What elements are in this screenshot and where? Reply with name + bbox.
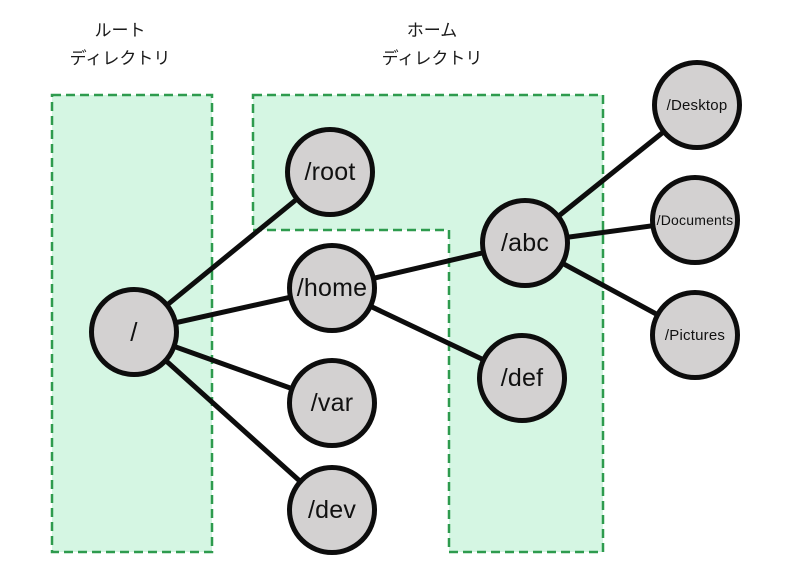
- node-pictures: /Pictures: [650, 290, 740, 380]
- node-var: /var: [287, 358, 377, 448]
- node-home: /home: [287, 243, 377, 333]
- node-def: /def: [477, 333, 567, 423]
- node-documents: /Documents: [650, 175, 740, 265]
- node-slash: /: [89, 287, 179, 377]
- home-caption-line2: ディレクトリ: [381, 49, 483, 68]
- root-caption-line2: ディレクトリ: [69, 49, 171, 68]
- root-directory-caption: ルート ディレクトリ: [30, 17, 210, 73]
- home-directory-caption: ホーム ディレクトリ: [342, 17, 522, 73]
- home-caption-line1: ホーム: [406, 21, 458, 40]
- node-dev: /dev: [287, 465, 377, 555]
- node-root: /root: [285, 127, 375, 217]
- node-desktop: /Desktop: [652, 60, 742, 150]
- root-caption-line1: ルート: [94, 21, 146, 40]
- node-abc: /abc: [480, 198, 570, 288]
